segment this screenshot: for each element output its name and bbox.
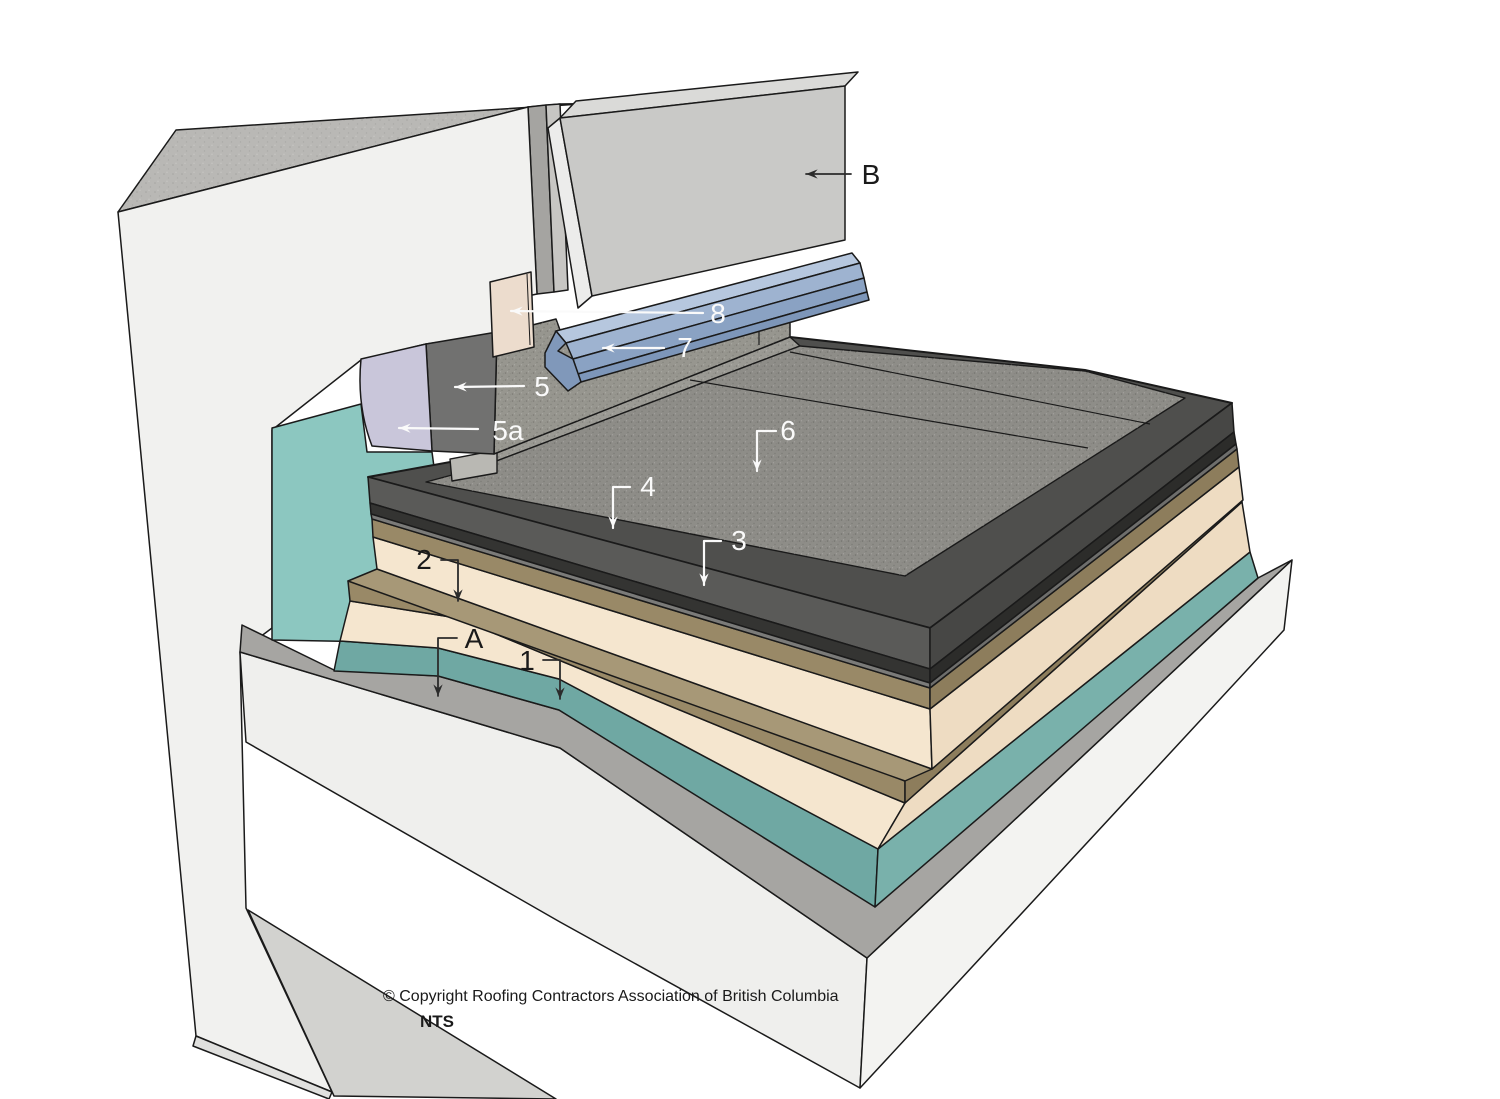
callout-4-label: 4 xyxy=(640,471,656,502)
cap-sheet-seam-2 xyxy=(689,379,1089,449)
termination-strip-edge xyxy=(526,273,531,346)
lavender-membrane-strip xyxy=(359,343,433,452)
base-flashing-gray-strip xyxy=(425,331,498,455)
callout-leaders xyxy=(397,169,852,700)
callout-2-label: 2 xyxy=(416,544,432,575)
callout-8-leader xyxy=(509,306,705,316)
callout-6-label: 6 xyxy=(780,415,796,446)
callout-6-leader xyxy=(752,429,778,473)
callout-2-leader xyxy=(440,559,463,602)
membrane-lip-right xyxy=(929,443,1238,689)
panel-front-face xyxy=(559,85,846,297)
callout-5-leader xyxy=(453,382,526,392)
concrete-panel xyxy=(547,71,859,309)
callout-5a-label: 5a xyxy=(492,415,524,446)
upper-insulation-tier xyxy=(371,448,1244,770)
callout-A-leader xyxy=(433,637,458,697)
callout-3-leader xyxy=(699,539,723,587)
wall-bottom-edge xyxy=(192,1035,333,1099)
callout-4-leader xyxy=(608,485,632,530)
scale-note: NTS xyxy=(420,1012,454,1031)
flashing-end-profile xyxy=(544,330,582,392)
copyright-text: © Copyright Roofing Contractors Associat… xyxy=(383,988,839,1005)
parapet-wall xyxy=(117,87,842,1099)
metal-counter-flashing xyxy=(544,252,870,392)
callout-5-label: 5 xyxy=(534,371,550,402)
callout-1-label: 1 xyxy=(519,645,535,676)
callout-1-leader xyxy=(542,659,565,700)
base-flashing-lap-strip-texture xyxy=(478,337,800,468)
footer: © Copyright Roofing Contractors Associat… xyxy=(383,988,839,1031)
callout-5a-leader xyxy=(397,423,480,433)
callout-B-label: B xyxy=(862,159,881,190)
wall-deck-shadow xyxy=(247,909,557,1099)
cap-sheet-seam-1 xyxy=(789,351,1151,425)
callout-8-label: 8 xyxy=(710,298,726,329)
callout-7-label: 7 xyxy=(677,332,693,363)
callout-3-label: 3 xyxy=(731,525,747,556)
callout-A-label: A xyxy=(465,623,484,654)
callout-labels: A 1 2 3 4 5 5a 6 7 8 B xyxy=(416,159,880,676)
